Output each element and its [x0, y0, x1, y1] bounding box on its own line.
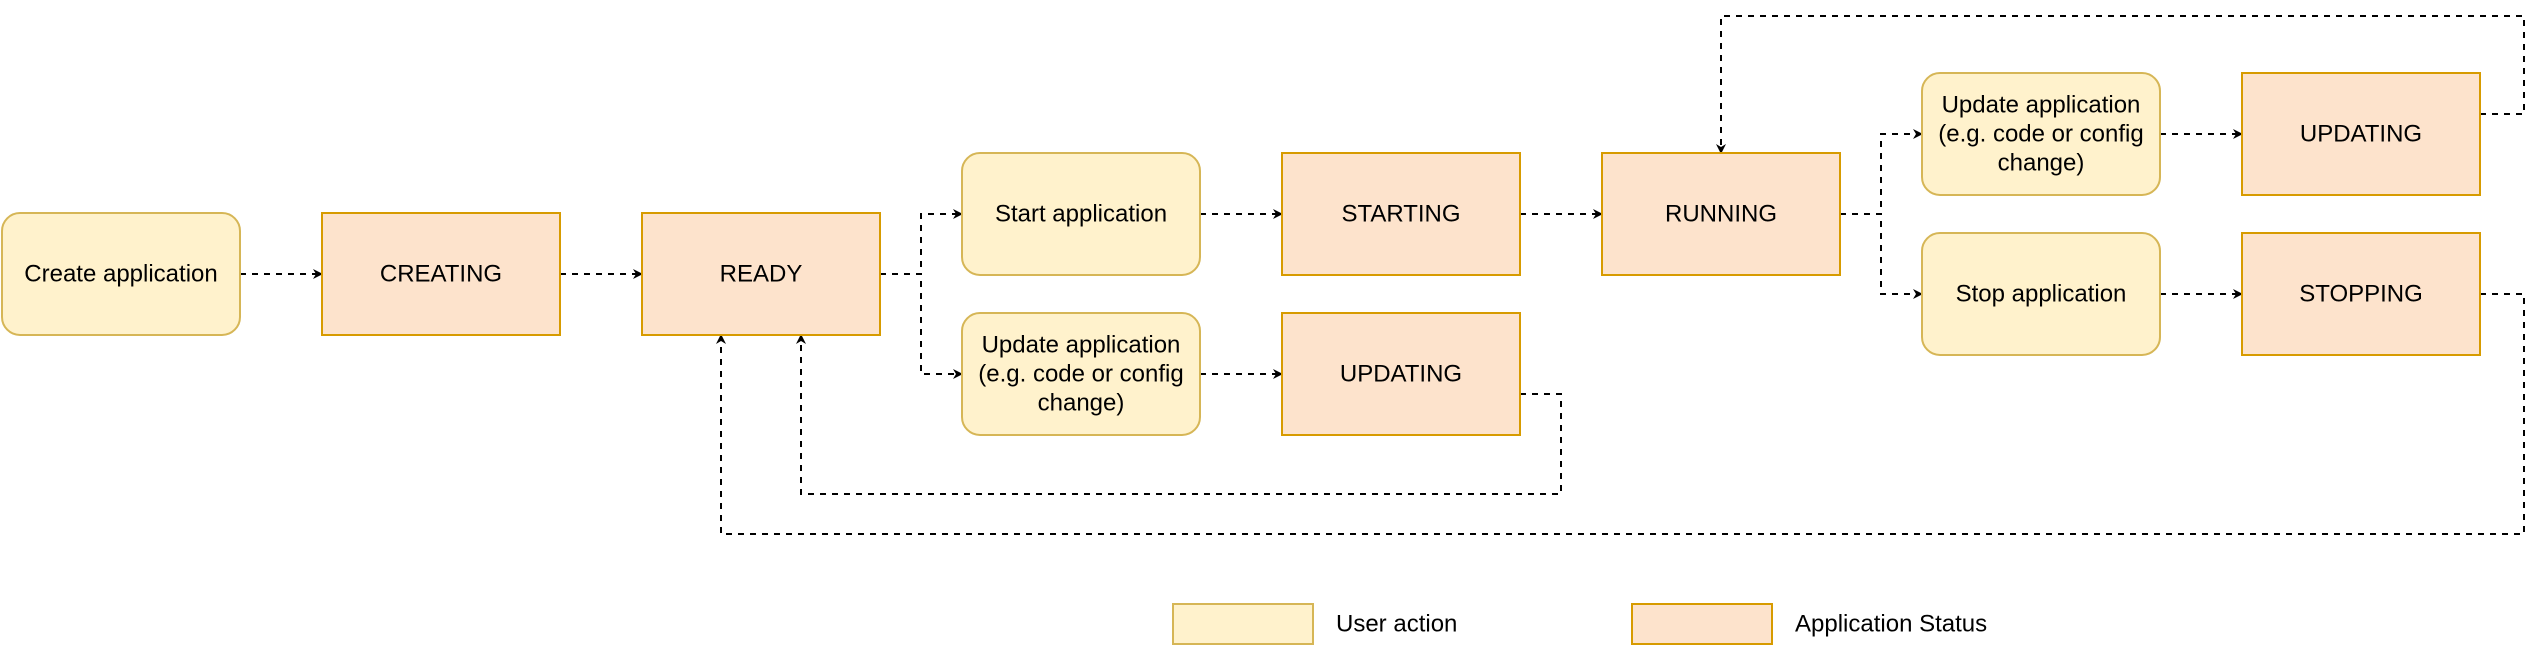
node-box: [2241, 232, 2481, 356]
node-box: [961, 152, 1201, 276]
node-box: [1921, 232, 2161, 356]
node-label: CREATING: [380, 261, 502, 288]
node-label: change): [1038, 390, 1125, 417]
node-label: (e.g. code or config: [978, 361, 1183, 388]
edge-running-to-stop-application: [1840, 213, 1923, 299]
node-creating: CREATING: [321, 212, 561, 336]
node-box: [1281, 312, 1521, 436]
node-start-application: Start application: [961, 152, 1201, 276]
node-updating-top: UPDATING: [2241, 72, 2481, 196]
node-box: [961, 312, 1201, 436]
edge-updating-bottom-to-ready: [796, 334, 1562, 495]
node-label: UPDATING: [1340, 361, 1462, 388]
edge-ready-to-start-application: [880, 209, 963, 275]
node-box: [1921, 72, 2161, 196]
edge-ready-to-update-application-bottom: [880, 273, 963, 379]
nodes-layer: Create application CREATING READY Start app…: [1, 72, 2481, 436]
node-label: Stop application: [1956, 281, 2127, 308]
edge-stopping-to-ready: [716, 293, 2525, 535]
legend-application-status-swatch: [1631, 603, 1773, 645]
node-running: RUNNING: [1601, 152, 1841, 276]
node-box: [641, 212, 881, 336]
node-starting: STARTING: [1281, 152, 1521, 276]
legend-user-action-swatch: [1172, 603, 1314, 645]
node-updating-bottom: UPDATING: [1281, 312, 1521, 436]
legend-application-status-label: Application Status: [1795, 611, 1987, 638]
node-label: Start application: [995, 201, 1167, 228]
node-label: Create application: [24, 261, 217, 288]
node-box: [1281, 152, 1521, 276]
node-label: RUNNING: [1665, 201, 1777, 228]
node-label: UPDATING: [2300, 121, 2422, 148]
node-ready: READY: [641, 212, 881, 336]
node-box: [321, 212, 561, 336]
node-label: Update application: [982, 332, 1181, 359]
legend: User action Application Status: [1172, 603, 1987, 645]
node-create-application: Create application: [1, 212, 241, 336]
node-label: READY: [720, 261, 803, 288]
node-box: [1601, 152, 1841, 276]
node-box: [1, 212, 241, 336]
node-box: [2241, 72, 2481, 196]
node-label: (e.g. code or config: [1938, 121, 2143, 148]
node-label: STOPPING: [2299, 281, 2423, 308]
edge-updating-top-to-running: [1716, 15, 2525, 154]
node-label: Update application: [1942, 92, 2141, 119]
node-label: change): [1998, 150, 2085, 177]
node-update-application-bottom: Update application(e.g. code or configch…: [961, 312, 1201, 436]
edge-running-to-update-application-top: [1840, 129, 1923, 215]
node-label: STARTING: [1341, 201, 1460, 228]
edges-layer: [240, 15, 2525, 535]
legend-user-action-label: User action: [1336, 611, 1457, 638]
node-stopping: STOPPING: [2241, 232, 2481, 356]
node-update-application-top: Update application(e.g. code or configch…: [1921, 72, 2161, 196]
node-stop-application: Stop application: [1921, 232, 2161, 356]
